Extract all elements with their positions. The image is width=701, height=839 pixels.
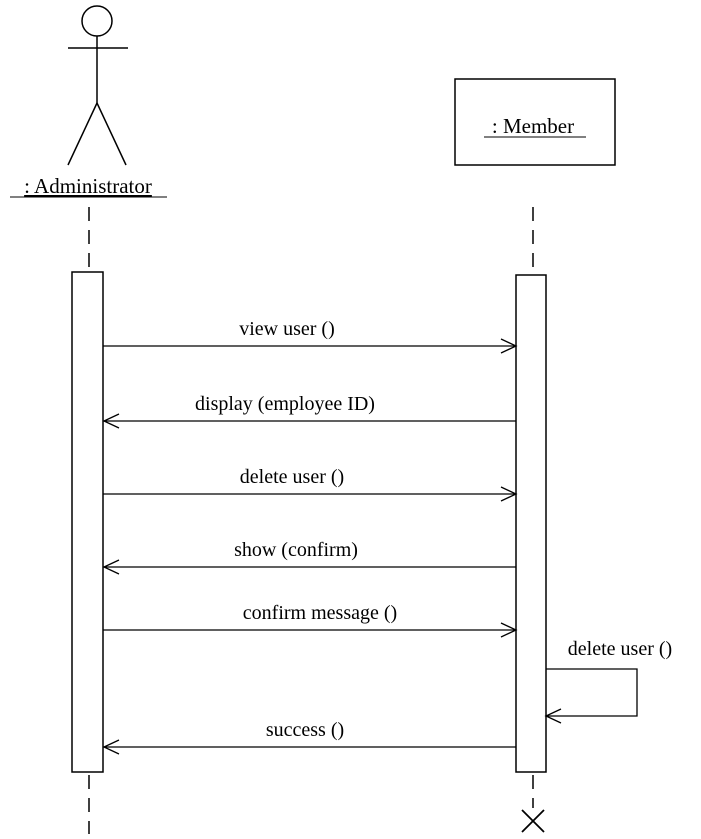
- message-label: confirm message (): [243, 602, 397, 624]
- message-label: delete user (): [240, 466, 344, 488]
- actor-left-leg: [67, 102, 98, 166]
- member-label: : Member: [492, 114, 574, 138]
- member-activation-bar: [515, 274, 547, 773]
- message-self-delete-user: delete user (): [544, 638, 672, 724]
- message-label: display (employee ID): [195, 393, 375, 415]
- message-success: success (): [102, 719, 516, 755]
- message-delete-user: delete user (): [103, 466, 518, 502]
- message-label: delete user (): [568, 638, 672, 660]
- message-view-user: view user (): [103, 318, 518, 354]
- message-show-confirm: show (confirm): [102, 539, 516, 575]
- message-confirm-message: confirm message (): [103, 602, 518, 638]
- message-label: show (confirm): [234, 539, 358, 561]
- message-display-employee-id: display (employee ID): [102, 393, 516, 429]
- message-label: view user (): [239, 318, 335, 340]
- administrator-label: : Administrator: [24, 174, 152, 198]
- member-destruction-mark: [521, 809, 545, 833]
- actor-right-leg: [96, 102, 127, 166]
- member-object-box: [454, 78, 616, 166]
- administrator-activation-bar: [71, 271, 104, 773]
- actor-head: [81, 5, 113, 37]
- administrator-actor: [67, 5, 128, 166]
- message-label: success (): [266, 719, 344, 741]
